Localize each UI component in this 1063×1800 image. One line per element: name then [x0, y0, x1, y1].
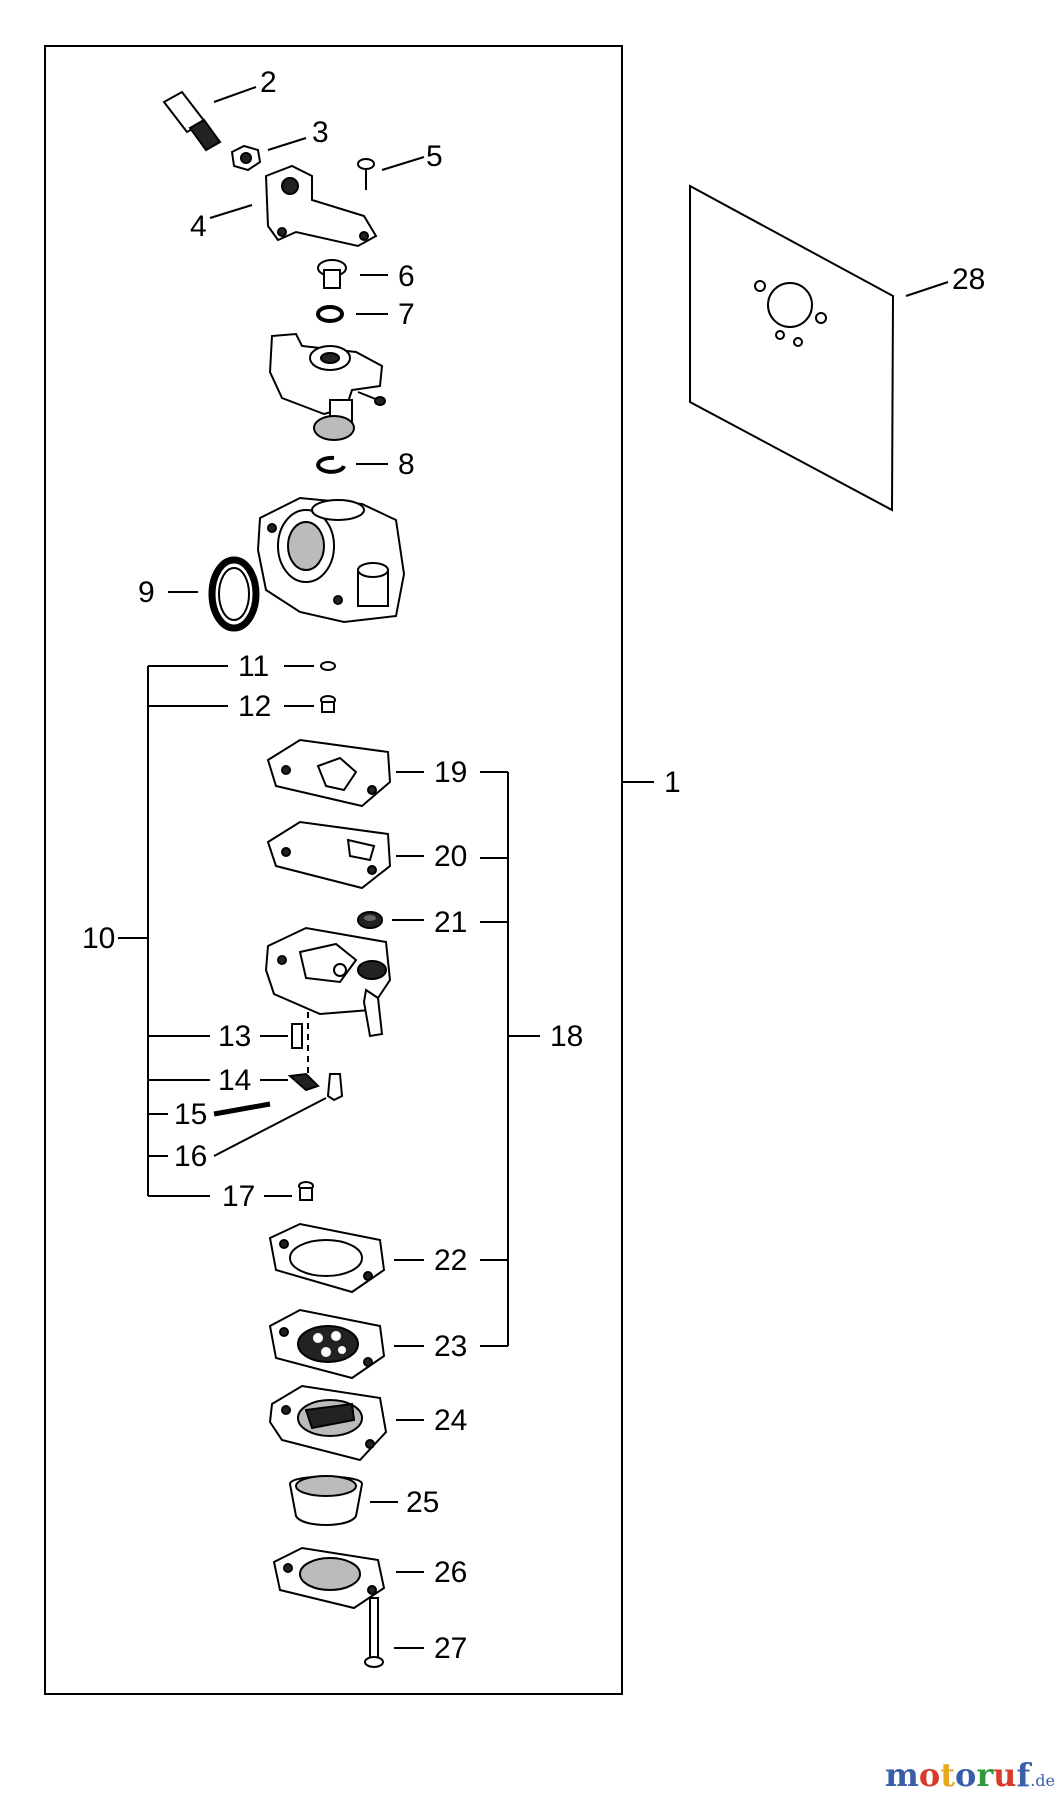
part-27-long-screw [364, 1597, 384, 1668]
callout-7: 7 [398, 298, 415, 331]
part-4-bracket [264, 164, 378, 248]
part-11-small-ring [320, 661, 336, 671]
callout-27: 27 [434, 1632, 467, 1665]
part-15-shaft [213, 1101, 271, 1117]
part-6-needle-valve [317, 259, 347, 289]
callout-5: 5 [426, 140, 443, 173]
callout-13: 13 [218, 1020, 251, 1053]
callout-19: 19 [434, 756, 467, 789]
part-3-hex-nut [230, 144, 262, 172]
assembly-frame [44, 45, 623, 1695]
callout-10: 10 [82, 922, 115, 955]
part-17-screw [298, 1181, 314, 1201]
part-5-screw [357, 158, 375, 190]
carburetor-body [256, 496, 406, 624]
part-13-pin [291, 1023, 303, 1049]
part-2-adjuster-screw [162, 90, 222, 152]
pump-body [264, 926, 392, 1038]
callout-21: 21 [434, 906, 467, 939]
part-26-bulb-retainer [272, 1546, 386, 1610]
part-23-diaphragm [268, 1308, 386, 1380]
callout-18: 18 [550, 1020, 583, 1053]
throttle-valve-assembly [268, 332, 386, 441]
callout-25: 25 [406, 1486, 439, 1519]
part-8-e-clip [316, 455, 346, 474]
part-20-gasket [266, 820, 392, 890]
part-12-small-screw [320, 695, 336, 713]
callout-6: 6 [398, 260, 415, 293]
callout-22: 22 [434, 1244, 467, 1277]
callout-4: 4 [190, 210, 207, 243]
callout-2: 2 [260, 66, 277, 99]
callout-14: 14 [218, 1064, 251, 1097]
brand-letter: t [940, 1756, 955, 1794]
part-24-pump-cover [268, 1384, 388, 1462]
brand-logo: motoruf.de [885, 1756, 1055, 1794]
brand-letter: o [918, 1756, 941, 1794]
brand-letter: r [976, 1756, 994, 1794]
part-28-gasket-plate [689, 184, 895, 512]
callout-28: 28 [952, 263, 985, 296]
callout-15: 15 [174, 1098, 207, 1131]
part-7-o-ring [316, 305, 344, 323]
brand-letter: o [954, 1756, 977, 1794]
part-19-gasket [266, 738, 392, 808]
callout-20: 20 [434, 840, 467, 873]
brand-suffix: .de [1030, 1771, 1055, 1790]
part-22-gasket [268, 1222, 386, 1294]
part-14-lever [287, 1072, 344, 1102]
callout-24: 24 [434, 1404, 467, 1437]
callout-26: 26 [434, 1556, 467, 1589]
part-9-seal-ring [208, 556, 260, 632]
brand-letter: m [884, 1756, 919, 1794]
group-10-bracket [118, 665, 228, 1197]
callout-9: 9 [138, 576, 155, 609]
callout-23: 23 [434, 1330, 467, 1363]
part-21-filter [357, 911, 383, 929]
callout-1: 1 [664, 766, 681, 799]
callout-11: 11 [238, 650, 269, 683]
callout-3: 3 [312, 116, 329, 149]
group-18-bracket [480, 771, 540, 1347]
callout-16: 16 [174, 1140, 207, 1173]
brand-letter: f [1016, 1756, 1031, 1794]
callout-17: 17 [222, 1180, 255, 1213]
callout-12: 12 [238, 690, 271, 723]
callout-8: 8 [398, 448, 415, 481]
part-25-primer-bulb [288, 1475, 364, 1526]
brand-letter: u [993, 1756, 1017, 1794]
